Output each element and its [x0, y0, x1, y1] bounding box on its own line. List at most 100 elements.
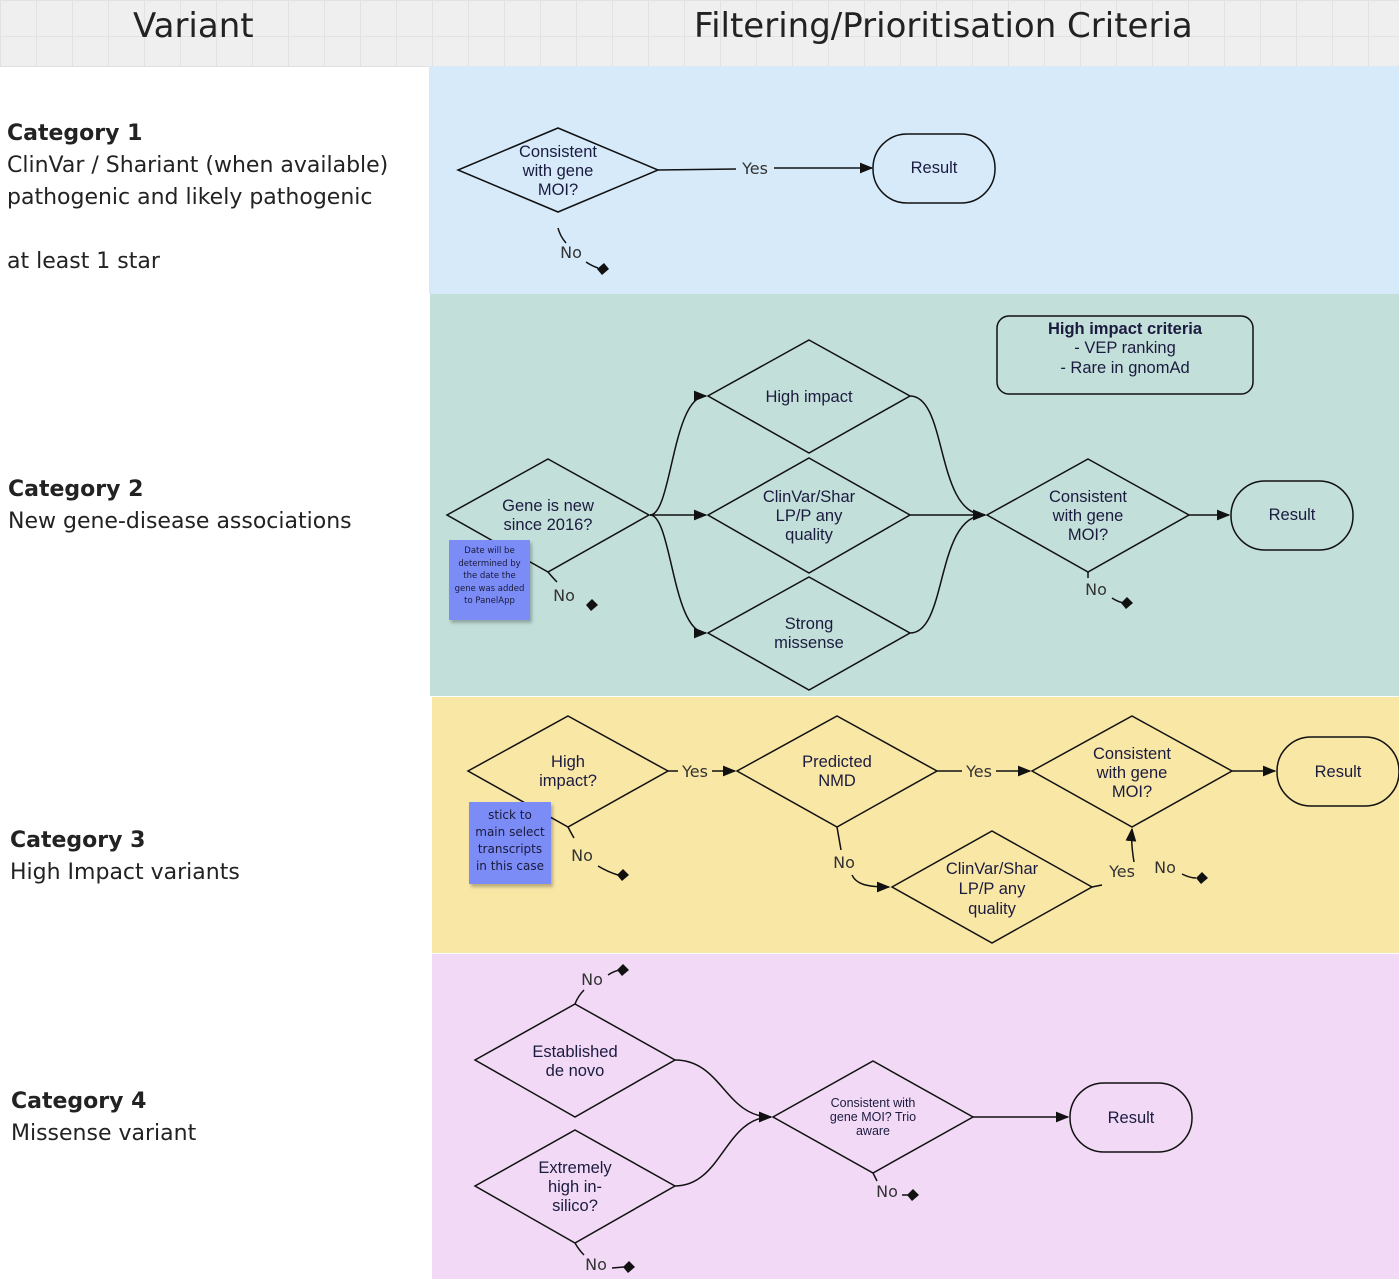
node-c3-clinvar-line: quality: [968, 900, 1016, 918]
edge-c1-no: [557, 227, 567, 244]
edge-label-no: No: [876, 1182, 898, 1201]
node-c2-clinvar-line: quality: [785, 526, 833, 544]
node-c2-result-label: Result: [1269, 506, 1316, 524]
node-c4-moi-line: Consistent with: [831, 1096, 916, 1110]
node-c2-missense-line: missense: [774, 634, 844, 652]
end-marker: [617, 964, 629, 976]
category-title: Category 2: [8, 477, 144, 502]
decision-c4-de-novo: [473, 1003, 677, 1118]
decision-c2-high-impact: [706, 339, 912, 454]
edge-label-no: No: [581, 970, 603, 989]
category-line: pathogenic and likely pathogenic: [7, 185, 373, 210]
sticky-note-transcripts[interactable]: stick to main select transcripts in this…: [469, 802, 551, 884]
band-category-4: [432, 954, 1399, 1279]
edge-label-yes: Yes: [681, 762, 708, 781]
node-c2-clinvar-line: LP/P any: [776, 507, 843, 525]
sticky-line: transcripts: [477, 842, 543, 856]
node-c3-high-impact-line: impact?: [539, 772, 597, 790]
node-c3-clinvar-line: LP/P any: [959, 880, 1026, 898]
band-category-3: [432, 697, 1399, 953]
end-marker: [907, 1189, 919, 1201]
category-line: Missense variant: [11, 1121, 197, 1146]
node-c3-clinvar-line: ClinVar/Shar: [946, 860, 1039, 878]
end-marker: [586, 599, 598, 611]
node-c4-moi-line: aware: [856, 1124, 890, 1138]
node-c4-moi-line: gene MOI? Trio: [830, 1110, 916, 1124]
edge-label-no: No: [833, 853, 855, 872]
end-marker: [1121, 597, 1133, 609]
sticky-line: gene was added: [454, 583, 525, 594]
node-c2-high-impact-label: High impact: [765, 388, 853, 406]
edge-label-no: No: [1085, 580, 1107, 599]
edge-c3-no-tail-1: [597, 865, 619, 876]
edge-c2-to-missense: [649, 514, 708, 639]
header-criteria: Filtering/Prioritisation Criteria: [694, 6, 1193, 46]
node-c2-moi-line: with gene: [1052, 507, 1124, 525]
category-title: Category 3: [10, 828, 146, 853]
criteria-box-line: - VEP ranking: [1074, 339, 1176, 357]
decision-c2-strong-missense: [706, 576, 912, 691]
node-c3-moi-line: Consistent: [1093, 745, 1171, 763]
node-c4-in-silico-line: Extremely: [538, 1159, 612, 1177]
node-c4-result-label: Result: [1108, 1109, 1155, 1127]
end-marker: [623, 1261, 635, 1273]
category-title: Category 1: [7, 121, 143, 146]
node-c3-result-label: Result: [1315, 763, 1362, 781]
category-line: at least 1 star: [7, 249, 160, 274]
criteria-box-line: - Rare in gnomAd: [1060, 359, 1189, 377]
end-marker: [597, 263, 609, 275]
end-marker: [1196, 872, 1208, 884]
edge-label-yes: Yes: [741, 159, 768, 178]
edge-c3-no-tail-2: [1181, 873, 1197, 879]
criteria-box-title: High impact criteria: [1048, 320, 1203, 338]
edge-c1-no-tail: [585, 261, 599, 269]
header-bar: Variant Filtering/Prioritisation Criteri…: [0, 0, 1399, 67]
category-3: Category 3 High Impact variants: [10, 825, 240, 889]
node-c1-moi-line: MOI?: [538, 181, 578, 199]
node-c4-in-silico-line: high in-: [548, 1178, 602, 1196]
edge-c4-from-de-novo: [674, 1059, 773, 1123]
edge-c4-from-in-silico: [674, 1111, 773, 1187]
edge-c2-from-high-impact: [909, 395, 987, 521]
sticky-note-date[interactable]: Date will be determined by the date the …: [449, 540, 530, 620]
category-line: New gene-disease associations: [8, 509, 352, 534]
edge-c4-no-in-silico-tail: [611, 1266, 625, 1269]
category-line: High Impact variants: [10, 860, 240, 885]
terminal-c3-result: [1276, 736, 1399, 807]
edge-label-no: No: [571, 846, 593, 865]
sticky-line: stick to: [488, 808, 532, 822]
edge-label-no: No: [585, 1255, 607, 1274]
decision-c2-clinvar: [706, 457, 912, 574]
category-1: Category 1 ClinVar / Shariant (when avai…: [7, 118, 388, 278]
sticky-line: in this case: [475, 859, 545, 873]
node-c2-gene-new-line: Gene is new: [502, 497, 594, 515]
sticky-line: determined by: [458, 558, 521, 569]
criteria-box: [996, 315, 1254, 395]
node-c2-clinvar-line: ClinVar/Shar: [763, 488, 856, 506]
node-c1-moi-line: with gene: [522, 162, 594, 180]
band-category-1: [429, 66, 1399, 294]
edge-c3-yes-clinvar: [1091, 829, 1134, 888]
edge-c2-no-gene: [547, 571, 558, 583]
category-line: ClinVar / Shariant (when available): [7, 153, 389, 178]
category-4: Category 4 Missense variant: [11, 1086, 196, 1150]
edge-c3-no-nmd: [836, 826, 889, 887]
node-c1-result-label: Result: [911, 159, 958, 177]
edge-c1-yes: [657, 168, 872, 170]
edge-label-yes: Yes: [1108, 862, 1135, 881]
category-2: Category 2 New gene-disease associations: [8, 474, 352, 538]
node-c3-moi-line: MOI?: [1112, 783, 1152, 801]
edge-c4-no-de-novo: [574, 989, 585, 1005]
node-c4-in-silico-line: silico?: [552, 1197, 598, 1215]
node-c1-moi-line: Consistent: [519, 143, 597, 161]
sticky-line: main select: [475, 825, 545, 839]
edge-c3-no-high-impact: [567, 826, 575, 839]
sticky-line: the date the: [463, 571, 516, 581]
node-c4-de-novo-line: Established: [532, 1043, 617, 1061]
sticky-line: Date will be: [464, 546, 515, 556]
terminal-c4-result: [1069, 1082, 1193, 1153]
category-title: Category 4: [11, 1089, 147, 1114]
node-c4-de-novo-line: de novo: [546, 1062, 605, 1080]
node-c3-nmd-line: NMD: [818, 772, 856, 790]
